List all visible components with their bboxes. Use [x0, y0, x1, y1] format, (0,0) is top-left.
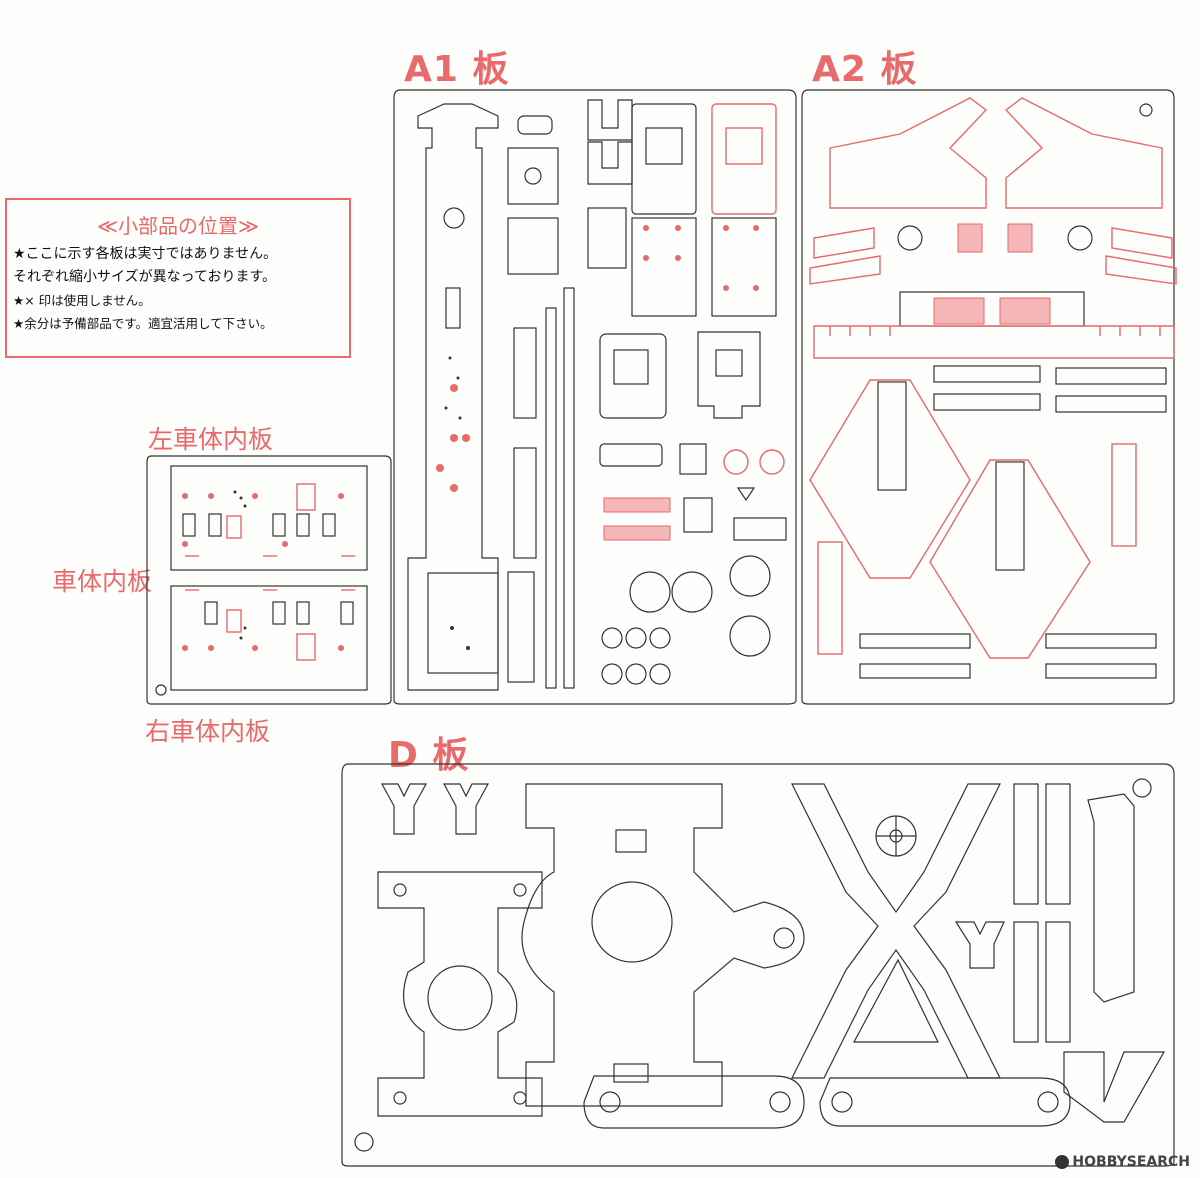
plate-a1-diagram — [393, 89, 797, 705]
left-inner-plate-label: 左車体内板 — [148, 425, 274, 454]
legend-note-4: ★余分は予備部品です。適宜活用して下さい。 — [13, 316, 273, 331]
legend-note-3: ★× 印は使用しません。 — [13, 293, 151, 308]
plate-a1-title: A1 板 — [404, 49, 510, 90]
inner-body-plates-diagram — [146, 455, 392, 705]
watermark-text: HOBBYSEARCH — [1072, 1154, 1190, 1170]
hobbysearch-logo-icon — [1055, 1155, 1070, 1169]
plate-d-diagram — [341, 763, 1175, 1167]
plate-a2-title: A2 板 — [812, 49, 918, 90]
right-inner-plate-label: 右車体内板 — [145, 717, 271, 746]
legend-note-1: ★ここに示す各板は実寸ではありません。 — [13, 246, 278, 262]
plate-a2-diagram — [801, 89, 1177, 705]
legend-note-2: それぞれ縮小サイズが異なっております。 — [13, 269, 277, 285]
legend-title: ≪小部品の位置≫ — [97, 214, 259, 238]
body-inner-plate-label: 車体内板 — [52, 567, 153, 596]
watermark: HOBBYSEARCH — [1055, 1154, 1190, 1170]
plate-d-title: D 板 — [388, 735, 470, 776]
legend-box: ≪小部品の位置≫ ★ここに示す各板は実寸ではありません。 それぞれ縮小サイズが異… — [5, 198, 351, 358]
